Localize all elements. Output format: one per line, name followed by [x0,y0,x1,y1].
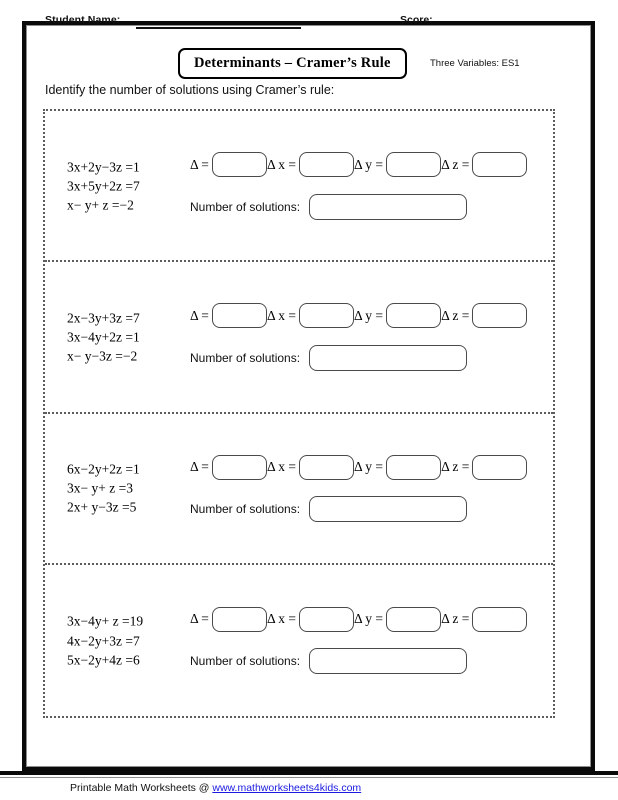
delta-y-input[interactable] [386,303,442,329]
footer: Printable Math Worksheets @ www.mathwork… [70,782,361,794]
delta-label: Δ = [190,459,209,475]
delta-x-label: Δ x = [266,307,296,323]
header: Student Name: Score: [45,14,550,34]
delta-x-input[interactable] [299,152,354,178]
number-of-solutions-label: Number of solutions: [190,199,301,214]
equation-system: 3x+2y−3z =1 3x+5y+2z =7 x− y+ z =−2 [67,157,140,214]
determinant-row: Δ = Δ x = Δ y = Δ z = [190,453,545,481]
determinant-row: Δ = Δ x = Δ y = Δ z = [190,605,545,633]
equation-system: 6x−2y+2z =1 3x− y+ z =3 2x+ y−3z =5 [67,459,140,516]
student-name-write-line[interactable] [136,27,301,29]
worksheet-title-box: Determinants – Cramer’s Rule [178,48,407,79]
number-of-solutions-input[interactable] [309,496,468,523]
number-of-solutions-label: Number of solutions: [190,350,301,365]
problems-panel: 3x+2y−3z =1 3x+5y+2z =7 x− y+ z =−2 Δ = … [43,109,555,718]
number-of-solutions-input[interactable] [309,344,468,371]
delta-z-input[interactable] [472,303,528,329]
page-title: Determinants – Cramer’s Rule [194,55,391,71]
delta-z-input[interactable] [472,606,528,632]
delta-z-input[interactable] [472,454,528,480]
delta-z-label: Δ z = [441,307,470,323]
delta-y-label: Δ y = [354,459,384,475]
delta-x-label: Δ x = [266,459,296,475]
student-name-label: Student Name: [45,14,121,26]
delta-x-input[interactable] [299,606,354,632]
determinant-row: Δ = Δ x = Δ y = Δ z = [190,151,545,179]
answer-area: Δ = Δ x = Δ y = Δ z = Number of solution… [190,453,545,523]
equation-line: 4x−2y+3z =7 [67,632,140,648]
delta-z-label: Δ z = [441,459,470,475]
page-frame-inner-rule [26,25,591,767]
delta-y-label: Δ y = [354,307,384,323]
footer-label: Printable Math Worksheets @ [70,782,213,794]
sheet-code-label: Three Variables: ES1 [430,58,520,69]
problem-row: 3x−4y+ z =19 4x−2y+3z =7 5x−2y+4z =6 Δ =… [45,565,553,716]
delta-label: Δ = [190,156,209,172]
equation-line: 3x+5y+2z =7 [67,178,140,194]
number-of-solutions-input[interactable] [309,193,468,220]
delta-x-label: Δ x = [266,611,296,627]
problem-row: 3x+2y−3z =1 3x+5y+2z =7 x− y+ z =−2 Δ = … [45,111,553,263]
delta-x-input[interactable] [299,454,354,480]
equation-line: 6x−2y+2z =1 [67,461,140,477]
determinant-row: Δ = Δ x = Δ y = Δ z = [190,302,545,330]
footer-divider-thin [0,777,618,778]
equation-line: x− y−3z =−2 [67,348,138,364]
answer-area: Δ = Δ x = Δ y = Δ z = Number of solution… [190,151,545,221]
equation-line: 2x+ y−3z =5 [67,499,137,515]
number-of-solutions-input[interactable] [309,648,468,675]
delta-input[interactable] [211,454,267,480]
delta-z-label: Δ z = [441,156,470,172]
solutions-row: Number of solutions: [190,647,545,675]
problem-row: 2x−3y+3z =7 3x−4y+2z =1 x− y−3z =−2 Δ = … [45,262,553,414]
equation-system: 2x−3y+3z =7 3x−4y+2z =1 x− y−3z =−2 [67,308,140,365]
answer-area: Δ = Δ x = Δ y = Δ z = Number of solution… [190,605,545,675]
number-of-solutions-label: Number of solutions: [190,654,301,669]
equation-line: 3x+2y−3z =1 [67,158,140,174]
delta-y-label: Δ y = [354,156,384,172]
equation-line: 5x−2y+4z =6 [67,651,140,667]
delta-input[interactable] [211,303,267,329]
solutions-row: Number of solutions: [190,193,545,221]
answer-area: Δ = Δ x = Δ y = Δ z = Number of solution… [190,302,545,372]
delta-x-input[interactable] [299,303,354,329]
delta-input[interactable] [211,606,267,632]
solutions-row: Number of solutions: [190,344,545,372]
footer-link[interactable]: www.mathworksheets4kids.com [212,782,362,794]
problem-row: 6x−2y+2z =1 3x− y+ z =3 2x+ y−3z =5 Δ = … [45,414,553,565]
equation-line: 3x−4y+ z =19 [67,613,144,629]
page-frame [22,21,595,771]
delta-z-input[interactable] [472,152,528,178]
score-label: Score: [400,14,433,26]
delta-y-input[interactable] [386,152,442,178]
instruction-text: Identify the number of solutions using C… [45,83,335,97]
delta-y-input[interactable] [386,454,442,480]
equation-line: 2x−3y+3z =7 [67,310,140,326]
delta-input[interactable] [211,152,267,178]
delta-label: Δ = [190,611,209,627]
solutions-row: Number of solutions: [190,495,545,523]
equation-system: 3x−4y+ z =19 4x−2y+3z =7 5x−2y+4z =6 [67,612,143,669]
equation-line: 3x−4y+2z =1 [67,329,140,345]
equation-line: 3x− y+ z =3 [67,480,133,496]
equation-line: x− y+ z =−2 [67,197,134,213]
delta-x-label: Δ x = [266,156,296,172]
delta-label: Δ = [190,307,209,323]
delta-z-label: Δ z = [441,611,470,627]
delta-y-input[interactable] [386,606,442,632]
footer-divider [0,771,618,775]
number-of-solutions-label: Number of solutions: [190,502,301,517]
delta-y-label: Δ y = [354,611,384,627]
